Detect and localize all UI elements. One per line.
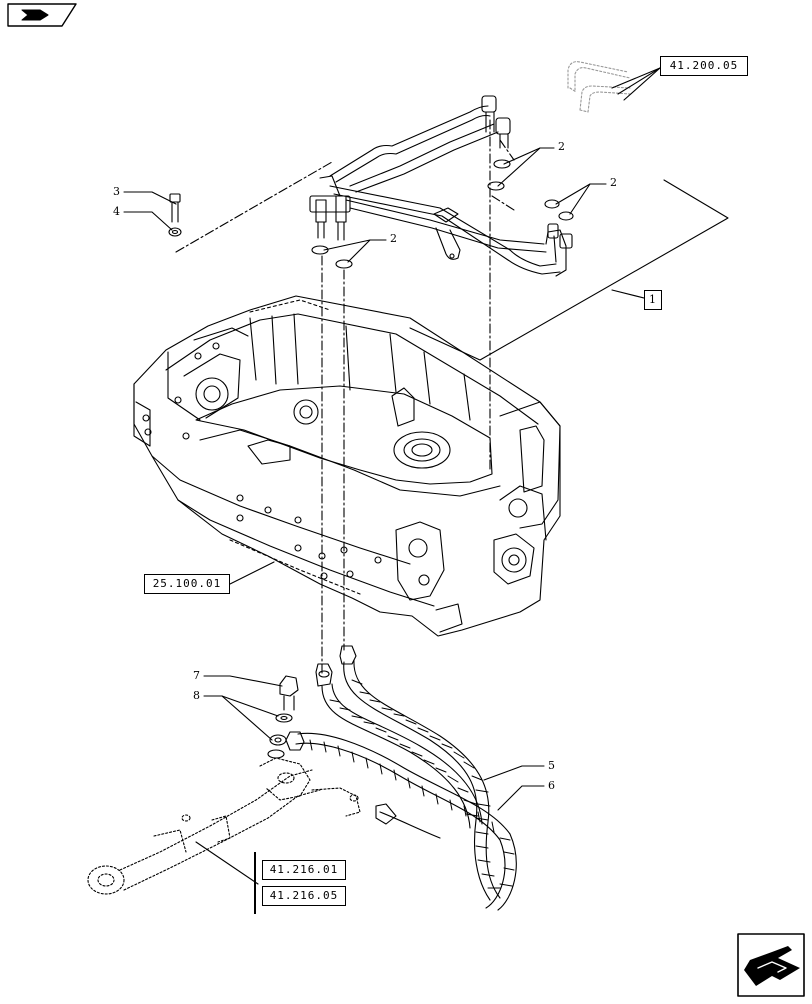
reference-41-200-05[interactable]: 41.200.05 [660,56,748,76]
reference-25-100-01[interactable]: 25.100.01 [144,574,230,594]
remote-leader [611,67,661,101]
housing-leader [229,561,275,585]
steering-link-phantom [87,757,361,895]
kit-bracket [409,179,729,361]
reference-41-216-01[interactable]: 41.216.01 [262,860,346,880]
callout-seal-b: 2 [610,176,617,189]
rigid-pipe-assembly [329,105,567,277]
pipe-fittings [309,95,573,249]
assembly-lines [175,119,515,677]
callout-washer: 4 [113,205,120,218]
next-page-icon[interactable] [737,933,805,997]
flexible-hoses [285,645,517,911]
callout-hose-a: 5 [548,759,555,772]
callout-leaders [123,147,607,811]
callout-screw: 7 [193,669,200,682]
seal-rings [311,159,574,269]
bolt-and-washer [168,193,182,237]
callout-hose-b: 6 [548,779,555,792]
reference-41-216-05[interactable]: 41.216.05 [262,886,346,906]
screw-and-washers [267,675,299,759]
callout-bolt: 3 [113,185,120,198]
callout-seal-a: 2 [558,140,565,153]
remote-pipe-phantom [567,61,631,113]
axle-housing [133,295,561,637]
kit-callout-box[interactable]: 1 [644,290,662,310]
previous-page-icon[interactable] [7,3,77,27]
callout-washer-pair: 8 [193,689,200,702]
link-leader [195,841,259,885]
callout-seal-c: 2 [390,232,397,245]
reference-group-bracket [254,852,256,914]
